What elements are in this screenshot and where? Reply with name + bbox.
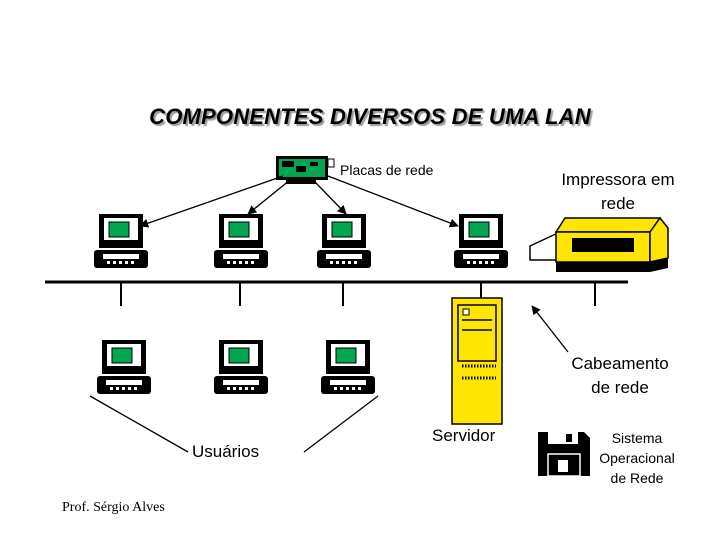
printer-label: Impressora em rede (538, 168, 698, 216)
computer-icon (320, 339, 376, 395)
cabling-label-line2: de rede (591, 378, 649, 397)
users-line (303, 395, 379, 453)
computer-icon (213, 339, 269, 395)
printer-label-line1: Impressora em (561, 170, 675, 189)
computer-icon (316, 213, 372, 269)
arrow-to-pc (139, 175, 284, 228)
users-line (89, 395, 189, 453)
arrow-to-pc (327, 175, 459, 228)
nos-label-line1: Sistema (611, 430, 663, 446)
cabling-label: Cabeamento de rede (550, 352, 690, 400)
arrow-to-cable (531, 305, 569, 353)
arrow-to-pc (314, 181, 347, 215)
author-footer: Prof. Sérgio Alves (62, 500, 165, 515)
nos-label-line2: Operacional (599, 450, 675, 466)
server-icon (451, 297, 503, 425)
computer-icon (93, 213, 149, 269)
page-title: COMPONENTES DIVERSOS DE UMA LAN (149, 104, 591, 129)
printer-icon (529, 216, 669, 272)
printer-label-line2: rede (600, 194, 636, 213)
computer-icon (213, 213, 269, 269)
floppy-disk-icon (538, 432, 590, 477)
arrow-to-pc (247, 179, 291, 215)
network-card-icon (276, 156, 335, 184)
corner-tag: LAN (640, 78, 669, 94)
server-label: Servidor (432, 426, 496, 445)
nos-label: Sistema Operacional de Rede (585, 428, 689, 488)
users-label: Usuários (192, 442, 260, 461)
nos-label-line3: de Rede (610, 470, 664, 486)
cabling-label-line1: Cabeamento (571, 354, 669, 373)
computer-icon (453, 213, 509, 269)
network-cards-label: Placas de rede (340, 162, 434, 178)
computer-icon (96, 339, 152, 395)
